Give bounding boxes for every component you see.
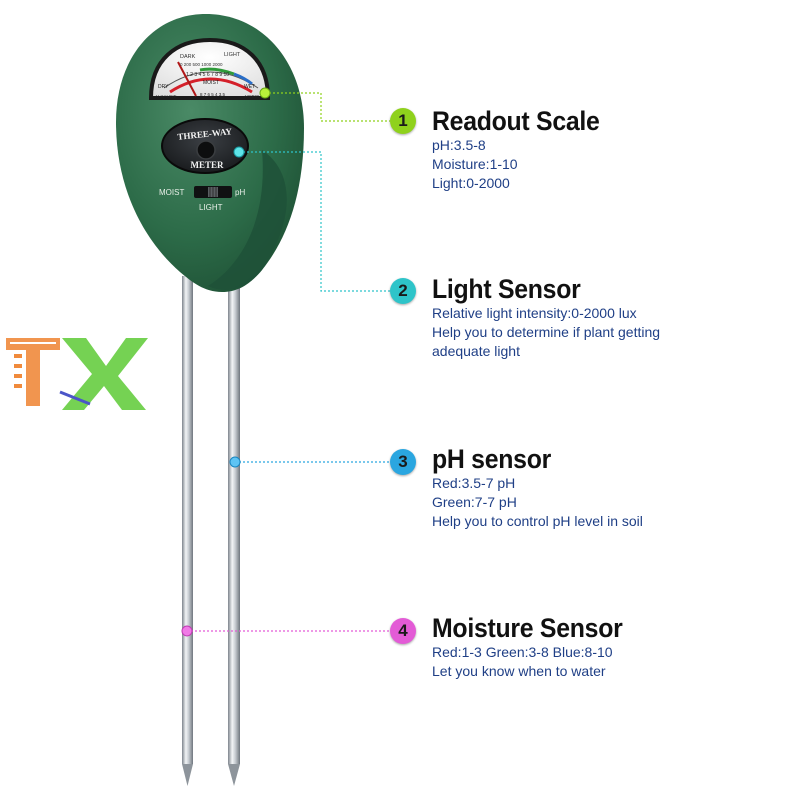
- callout-line: Green:7-7 pH: [432, 494, 517, 510]
- watermark-logo: TX: [0, 0, 148, 410]
- dial-dry-label: DRY: [158, 84, 169, 90]
- callout-line: pH:3.5-8: [432, 137, 486, 153]
- callout-title: pH sensor: [432, 444, 551, 474]
- callout-line: Light:0-2000: [432, 175, 510, 191]
- dial-light-label: LIGHT: [224, 52, 241, 58]
- leader-line-1: [265, 92, 390, 122]
- callout-line: Moisture:1-10: [432, 156, 518, 172]
- dial-acidic-label: ACIDIC: [244, 94, 260, 99]
- callout-line: Red:1-3 Green:3-8 Blue:8-10: [432, 644, 613, 660]
- callout-title: Readout Scale: [432, 106, 600, 136]
- dial-display: DARK LIGHT 0 200 500 1000 2000 1 2 3 4 5…: [148, 37, 271, 100]
- watermark-text: TX: [0, 0, 2, 1]
- probe-right: [228, 276, 240, 786]
- leader-line-2: [239, 151, 390, 292]
- marker-dot-3: [229, 456, 241, 468]
- switch-light-label: LIGHT: [199, 203, 223, 212]
- probe-left: [182, 276, 193, 786]
- light-sensor-window: [196, 140, 216, 160]
- marker-dot-1: [259, 87, 271, 99]
- callout-title: Light Sensor: [432, 274, 581, 304]
- dial-dark-label: DARK: [180, 54, 196, 60]
- face-label-meter: METER: [190, 160, 224, 170]
- dial-light-scale: 0 200 500 1000 2000: [180, 62, 223, 67]
- dial-moist-scale: 1 2 3 4 5 6 7 8 9 10: [186, 72, 229, 78]
- callout-line: Help you to control pH level in soil: [432, 513, 643, 529]
- callout-line: Help you to determine if plant getting: [432, 324, 661, 340]
- meter-face-label: THREE-WAY METER: [161, 118, 249, 174]
- switch-moist-label: MOIST: [159, 188, 184, 197]
- mode-switch: MOIST pH LIGHT: [159, 186, 245, 212]
- leader-lines: [181, 87, 390, 637]
- callout-ph-sensor: pH sensor Red:3.5-7 pH Green:7-7 pH Help…: [432, 444, 643, 531]
- callout-line: Relative light intensity:0-2000 lux: [432, 305, 637, 321]
- callout-number-2: 2: [390, 278, 416, 304]
- marker-dot-4: [181, 625, 193, 637]
- switch-ph-label: pH: [235, 188, 245, 197]
- marker-dot-2: [233, 146, 245, 158]
- callout-moisture-sensor: Moisture Sensor Red:1-3 Green:3-8 Blue:8…: [432, 613, 639, 681]
- callout-line: adequate light: [432, 343, 520, 359]
- dial-alkaline-label: ALKALINE: [155, 94, 177, 99]
- callout-light-sensor: Light Sensor Relative light intensity:0-…: [432, 274, 660, 361]
- callout-number-1: 1: [390, 108, 416, 134]
- dial-ph-scale: 8 7 6 5 4 3.5: [200, 92, 226, 97]
- callout-line: Red:3.5-7 pH: [432, 475, 516, 491]
- callout-number-4: 4: [390, 618, 416, 644]
- dial-moist-label: MOIST: [203, 80, 219, 86]
- callout-title: Moisture Sensor: [432, 613, 623, 643]
- dial-wet-label: WET: [244, 84, 255, 90]
- callout-number-3: 3: [390, 449, 416, 475]
- callout-line: Let you know when to water: [432, 663, 606, 679]
- callout-readout-scale: Readout Scale pH:3.5-8 Moisture:1-10 Lig…: [432, 106, 614, 193]
